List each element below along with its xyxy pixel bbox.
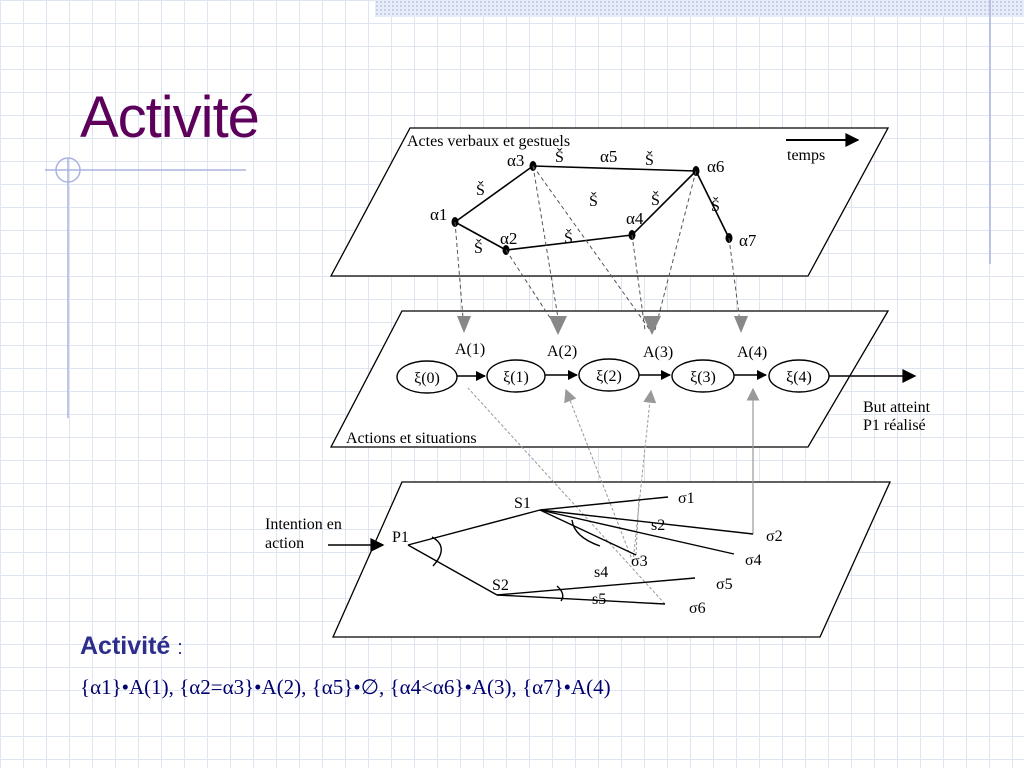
top-decorative-band — [375, 0, 1024, 17]
projection-arrowheads — [457, 316, 748, 335]
situation-label-4: ξ(4) — [786, 369, 812, 386]
goal-label-line2: P1 réalisé — [863, 417, 926, 434]
edge-mark: Š — [651, 190, 660, 209]
caption-colon: : — [177, 637, 183, 659]
edge-mark: Š — [474, 238, 483, 257]
edge-mark: Š — [564, 228, 573, 247]
situation-node-3 — [671, 359, 735, 393]
plan-tree — [328, 496, 754, 605]
actions-plane-label: Actions et situations — [346, 430, 477, 447]
plan-label-sigma2: σ2 — [766, 528, 783, 545]
situation-label-2: ξ(2) — [596, 368, 622, 385]
edge-mark: Š — [589, 191, 598, 210]
edge-mark: Š — [711, 196, 720, 215]
plan-label-sigma6: σ6 — [689, 600, 706, 617]
caption-heading-text: Activité — [80, 632, 171, 660]
act-label-a5: α5 — [600, 147, 617, 166]
act-edges — [454, 165, 730, 251]
caption-formula: {α1}•A(1), {α2=α3}•A(2), {α5}•∅, {α4<α6}… — [80, 675, 611, 699]
plan-label-S1: S1 — [514, 495, 531, 512]
plan-label-P1: P1 — [392, 529, 409, 546]
plan-projections — [467, 387, 666, 605]
act-label-a3: α3 — [507, 151, 524, 170]
time-label: temps — [787, 147, 825, 164]
situation-node-0 — [396, 360, 458, 394]
plan-label-s5: s5 — [592, 591, 606, 608]
plan-label-sigma5: σ5 — [716, 576, 733, 593]
plan-label-sigma3: σ3 — [631, 553, 648, 570]
situation-node-4 — [768, 359, 830, 393]
situation-label-1: ξ(1) — [503, 369, 529, 386]
situation-label-0: ξ(0) — [414, 370, 440, 387]
action-label-3: A(3) — [643, 344, 673, 361]
intention-label-line2: action — [265, 535, 304, 552]
situation-chain — [457, 369, 917, 383]
acts-plane-label: Actes verbaux et gestuels — [407, 133, 570, 150]
edge-mark: Š — [555, 147, 564, 166]
act-label-a4: α4 — [626, 209, 644, 228]
situation-label-3: ξ(3) — [690, 369, 716, 386]
action-label-4: A(4) — [737, 344, 767, 361]
action-label-1: A(1) — [455, 341, 485, 358]
intention-label-line1: Intention en — [265, 516, 342, 533]
slide-decoration — [45, 0, 991, 418]
goal-label-line1: But atteint — [863, 399, 931, 416]
act-label-a7: α7 — [739, 231, 757, 250]
acts-plane — [329, 127, 890, 277]
plan-label-sigma1: σ1 — [678, 490, 695, 507]
action-label-2: A(2) — [547, 343, 577, 360]
act-label-a6: α6 — [707, 157, 724, 176]
edge-mark: Š — [476, 180, 485, 199]
edge-mark: Š — [645, 150, 654, 169]
caption-heading: Activité : — [80, 632, 183, 661]
plan-label-s2: s2 — [651, 517, 665, 534]
plan-plane — [331, 481, 892, 638]
slide-title: Activité — [80, 85, 260, 150]
act-label-a2: α2 — [500, 229, 517, 248]
plan-label-sigma4: σ4 — [745, 552, 762, 569]
plan-label-s4: s4 — [594, 564, 608, 581]
situation-node-2 — [578, 358, 640, 392]
situation-node-1 — [486, 359, 546, 393]
act-label-a1: α1 — [430, 205, 447, 224]
plan-label-S2: S2 — [492, 577, 509, 594]
